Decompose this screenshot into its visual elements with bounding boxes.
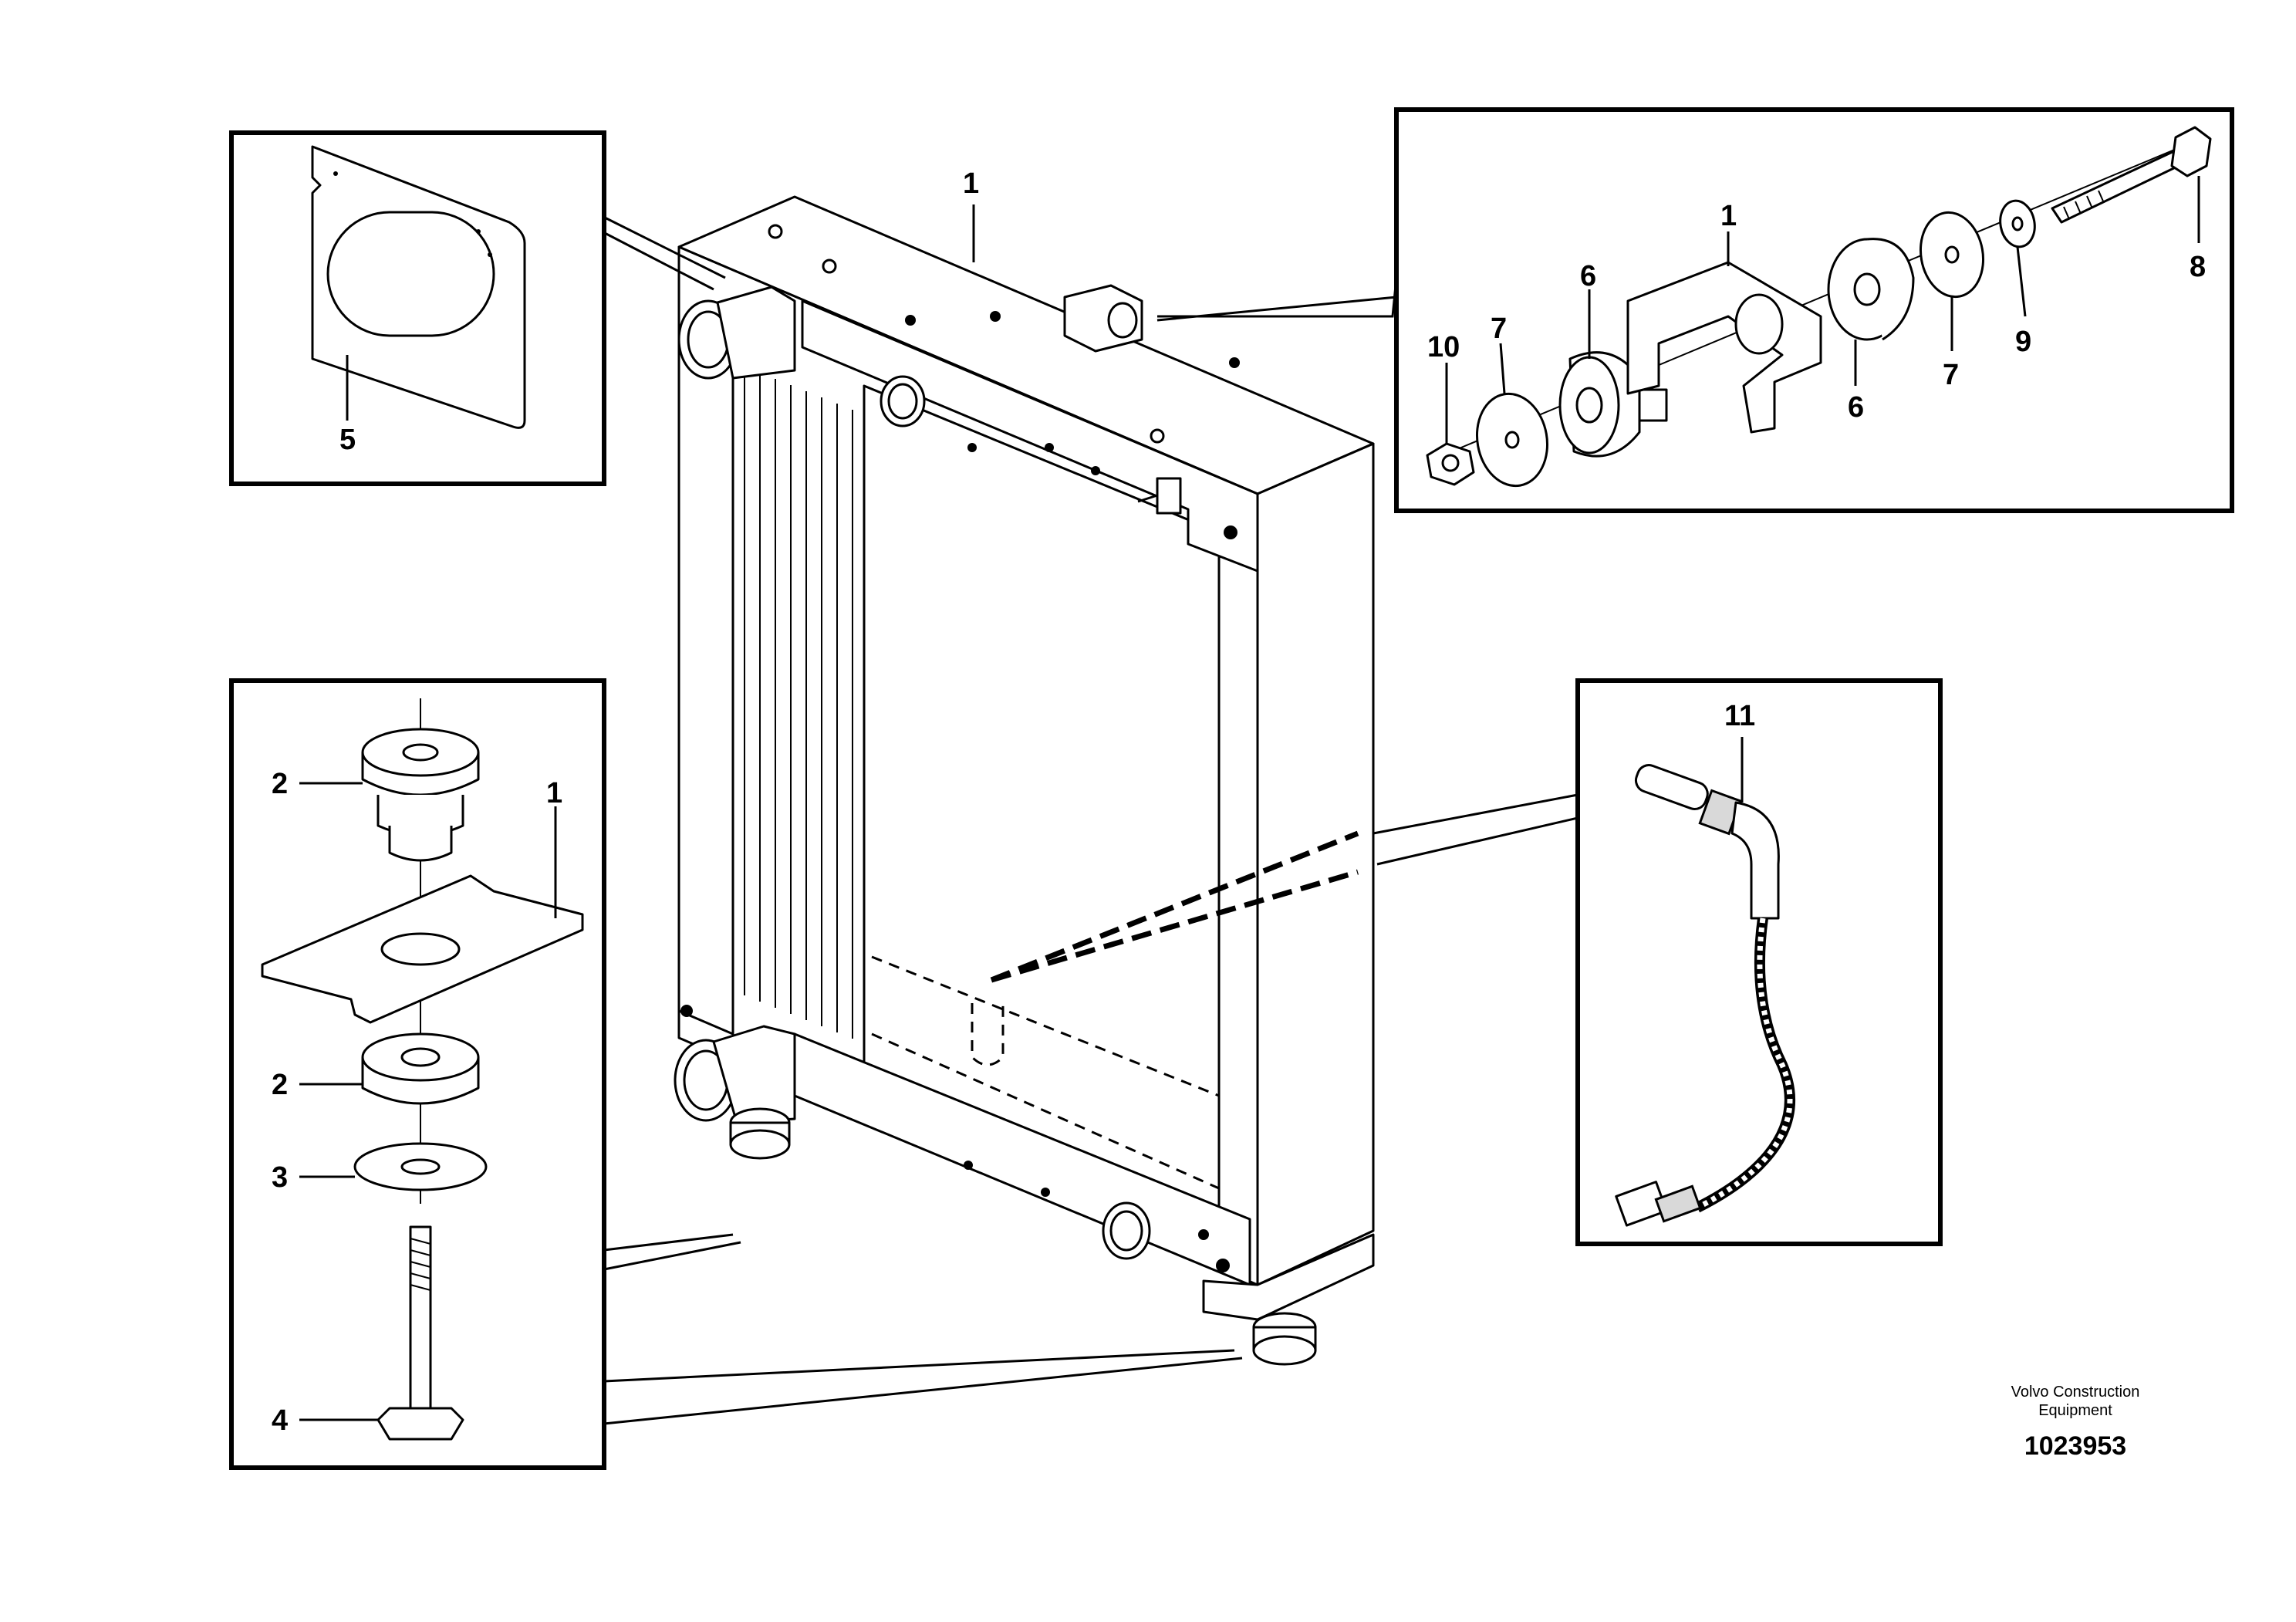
washer-7-left xyxy=(1475,392,1549,488)
bolt-4 xyxy=(376,1225,464,1441)
bushing-2-bottom xyxy=(361,1032,480,1105)
washer-small-callout: 9 xyxy=(2015,326,2031,358)
washer-right-callout: 7 xyxy=(1943,359,1959,391)
bushing-top-callout: 2 xyxy=(272,768,288,800)
frame-callout: 1 xyxy=(963,167,979,200)
mount-bracket-1 xyxy=(1626,261,1822,434)
radiator-top-rail xyxy=(801,299,1259,573)
detail-leaders xyxy=(601,215,1578,1425)
radiator-bottom-stand xyxy=(1202,1233,1375,1321)
detail-box-sensor: 11 xyxy=(1575,678,1943,1246)
upper-mount xyxy=(1063,284,1143,353)
nut-callout: 10 xyxy=(1427,331,1460,363)
drawing-number: 1023953 xyxy=(2024,1431,2126,1461)
hidden-sensor-lines xyxy=(871,830,1359,1190)
bolt-4-callout: 4 xyxy=(272,1404,288,1437)
mount-bracket-callout: 1 xyxy=(1720,200,1737,232)
bolt-callout: 8 xyxy=(2190,251,2206,283)
washer-9 xyxy=(1999,199,2036,248)
bushing-6-right xyxy=(1827,238,1915,341)
bushing-bottom-callout: 2 xyxy=(272,1069,288,1101)
detail-box-upper-mount: 1 6 7 10 6 7 9 8 xyxy=(1394,107,2234,513)
mount-plate-1 xyxy=(261,874,584,1024)
bushing-left-callout: 6 xyxy=(1580,260,1596,292)
detail-box-lower-mount: 2 2 3 4 1 xyxy=(229,678,606,1470)
radiator-left-tank xyxy=(677,338,734,1036)
bolt-8 xyxy=(2051,126,2212,224)
washer-7-right xyxy=(1919,211,1985,299)
frame-sensor xyxy=(1137,477,1182,515)
bushing-2-top xyxy=(361,728,480,862)
sensor-connector xyxy=(1615,1181,1702,1227)
detail-box-gasket: 5 xyxy=(229,130,606,486)
foot-left xyxy=(729,1107,791,1160)
upper-left-pipe xyxy=(677,286,796,380)
radiator-assembly xyxy=(674,195,1375,1366)
washer-3 xyxy=(353,1142,488,1191)
washer-left-callout: 7 xyxy=(1491,313,1507,345)
bottom-right-pipe xyxy=(1102,1201,1151,1260)
brand-line-2: Equipment xyxy=(2038,1402,2112,1419)
brand-line-1: Volvo Construction xyxy=(2011,1384,2140,1401)
bushing-right-callout: 6 xyxy=(1848,391,1864,424)
bushing-6-left xyxy=(1558,351,1668,458)
radiator-core-fins xyxy=(744,367,853,1039)
top-center-pipe xyxy=(880,375,926,427)
frame-bolt-holes xyxy=(680,224,1240,1272)
lower-left-pipe xyxy=(674,1025,796,1124)
washer-3-callout: 3 xyxy=(272,1161,288,1194)
foot-right xyxy=(1252,1312,1317,1366)
mount-plate-callout: 1 xyxy=(546,777,562,809)
gasket-callout: 5 xyxy=(339,424,356,456)
sensor-callout: 11 xyxy=(1724,700,1755,732)
